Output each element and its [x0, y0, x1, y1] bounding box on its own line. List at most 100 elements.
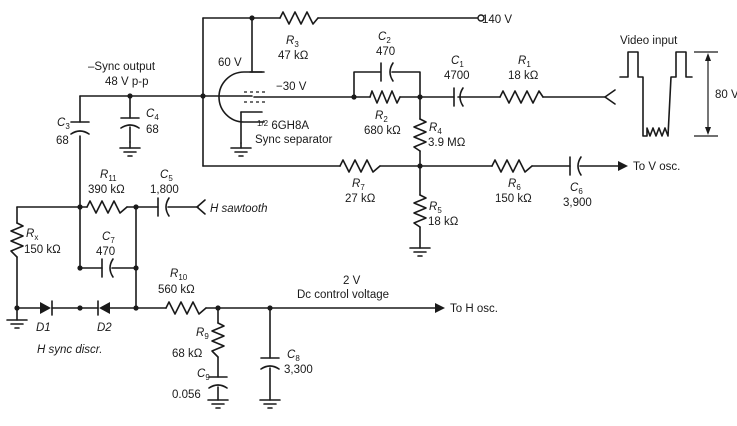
capacitors: [70, 62, 582, 389]
terminals: [196, 14, 628, 313]
tube-6gh8a: [218, 71, 265, 144]
video-waveform: [619, 51, 718, 137]
capacitor-c4: [120, 117, 140, 143]
r5-label: R5: [429, 201, 442, 215]
rx-value: 150 kΩ: [24, 244, 61, 256]
c1-value: 4700: [444, 70, 470, 82]
c5-value: 1,800: [150, 184, 179, 196]
r3-value: 47 kΩ: [278, 50, 309, 62]
tube-caption: Sync separator: [255, 134, 333, 146]
r2-value: 680 kΩ: [364, 125, 401, 137]
rx-label: Rx: [26, 228, 38, 242]
r11-value: 390 kΩ: [88, 184, 125, 196]
r1-value: 18 kΩ: [508, 70, 539, 82]
capacitor-c8: [260, 357, 280, 370]
c9-label: C9: [197, 368, 210, 382]
dc-control-label: Dc control voltage: [297, 289, 389, 301]
diode-d2: [97, 300, 110, 316]
sync-output-label: –Sync output: [88, 61, 156, 73]
v-osc-arrow-icon: [618, 161, 628, 171]
c7-value: 470: [96, 246, 115, 258]
sync-output-level: 48 V p-p: [105, 76, 148, 88]
r6-label: R6: [508, 178, 521, 192]
h-sync-discr-label: H sync discr.: [37, 344, 102, 356]
c9-value: 0.056: [172, 389, 201, 401]
c2-label: C2: [378, 31, 391, 45]
resistor-r3: [279, 11, 319, 25]
diode-d1: [40, 300, 53, 316]
r7-label: R7: [352, 178, 365, 192]
ground-symbols: [6, 141, 431, 409]
resistor-r5: [413, 194, 427, 228]
h-osc-arrow-icon: [435, 303, 445, 313]
c3-label: C3: [57, 117, 70, 131]
capacitor-c5: [157, 197, 170, 217]
resistor-r7: [339, 159, 381, 173]
capacitor-c1: [453, 87, 464, 107]
c4-label: C4: [146, 108, 159, 122]
c5-label: C5: [160, 169, 173, 183]
capacitor-c7: [101, 258, 114, 278]
capacitor-c6: [569, 156, 582, 176]
to-v-osc-label: To V osc.: [633, 161, 680, 173]
tube-type: 1/2 6GH8A: [257, 119, 309, 132]
capacitor-c3: [70, 121, 90, 135]
grid-voltage: −30 V: [276, 81, 307, 93]
supply-terminal: [477, 14, 485, 22]
resistor-r1: [499, 90, 544, 104]
r10-label: R10: [170, 268, 188, 282]
c8-value: 3,300: [284, 364, 313, 376]
r11-label: R11: [100, 169, 117, 183]
ground-icon: [230, 142, 252, 157]
resistor-r9: [211, 322, 225, 358]
resistor-r2: [369, 90, 401, 104]
r1-label: R1: [518, 55, 531, 69]
capacitor-c9: [208, 376, 228, 389]
resistor-r11: [86, 200, 128, 214]
resistor-rx: [10, 222, 24, 258]
junction-dots: [14, 15, 423, 311]
c3-value: 68: [56, 135, 69, 147]
ground-icon: [409, 247, 431, 257]
ground-icon: [6, 319, 28, 329]
capacitor-c2: [380, 62, 394, 82]
r3-label: R3: [286, 35, 299, 49]
to-h-osc-label: To H osc.: [450, 303, 498, 315]
r9-value: 68 kΩ: [172, 348, 203, 360]
diodes: [40, 300, 110, 316]
supply-voltage: 140 V: [482, 14, 512, 26]
r4-value: 3.9 MΩ: [428, 137, 466, 149]
plate-voltage: 60 V: [218, 57, 242, 69]
ground-icon: [259, 399, 281, 409]
r9-label: R9: [196, 327, 209, 341]
video-input-label: Video input: [620, 35, 678, 47]
c1-label: C1: [451, 55, 464, 69]
wires: [16, 17, 619, 401]
c2-value: 470: [376, 46, 395, 58]
dc-control-voltage: 2 V: [343, 275, 361, 287]
r5-value: 18 kΩ: [428, 216, 459, 228]
r7-value: 27 kΩ: [345, 193, 376, 205]
d2-label: D2: [97, 322, 112, 334]
c8-label: C8: [287, 349, 300, 363]
video-input-arrow-icon: [604, 89, 616, 105]
resistor-r6: [491, 159, 533, 173]
video-amplitude: 80 V: [715, 89, 737, 101]
ground-icon: [119, 141, 141, 157]
c7-label: C7: [102, 231, 115, 245]
c4-value: 68: [146, 124, 159, 136]
c6-value: 3,900: [563, 197, 592, 209]
resistors: [10, 11, 544, 358]
h-sawtooth-label: H sawtooth: [210, 203, 268, 215]
c6-label: C6: [570, 182, 583, 196]
resistor-r10: [165, 301, 207, 315]
labels: 140 V R3 47 kΩ C2 470 C1 4700 R1 18 kΩ V…: [24, 14, 737, 401]
r4-label: R4: [429, 122, 442, 136]
ground-icon: [207, 399, 229, 409]
resistor-r4: [413, 118, 427, 152]
r10-value: 560 kΩ: [158, 284, 195, 296]
r6-value: 150 kΩ: [495, 193, 532, 205]
h-sawtooth-arrow-icon: [196, 199, 206, 215]
r2-label: R2: [375, 110, 388, 124]
